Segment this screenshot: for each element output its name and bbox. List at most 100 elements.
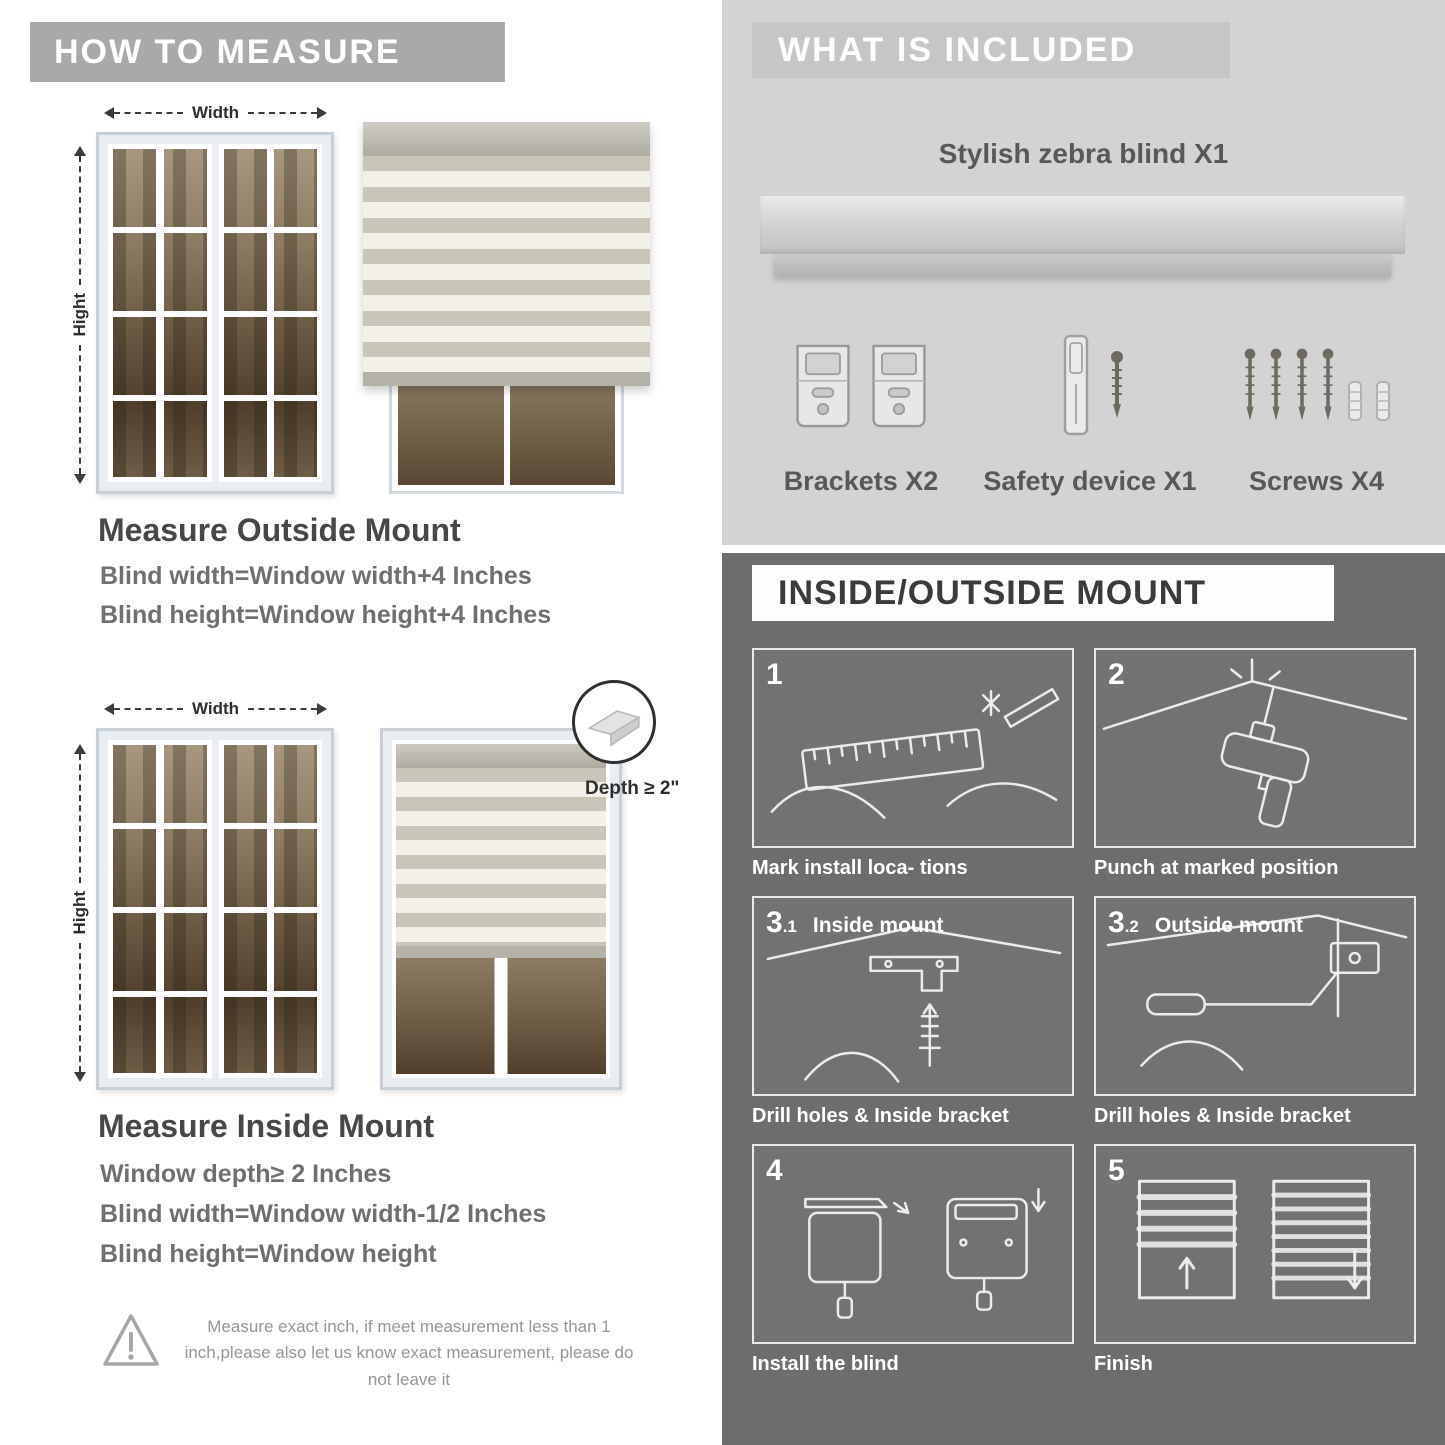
inside-mount-title: Measure Inside Mount bbox=[98, 1108, 435, 1144]
what-is-included-title: WHAT IS INCLUDED bbox=[778, 31, 1137, 69]
inside-outside-mount-header: INSIDE/OUTSIDE MOUNT bbox=[752, 565, 1334, 621]
step-1: 1 bbox=[752, 648, 1074, 880]
included-items: Brackets X2 bbox=[752, 322, 1423, 497]
inside-bracket-screw-illustration bbox=[766, 926, 1062, 1083]
zebra-blind-illustration-outside bbox=[363, 122, 650, 494]
height-arrow-label: Hight bbox=[70, 891, 89, 935]
how-to-measure-header: HOW TO MEASURE bbox=[30, 22, 505, 82]
screws-item: Screws X4 bbox=[1210, 322, 1423, 497]
step-number: 1 bbox=[766, 658, 783, 691]
outside-bracket-drill-illustration bbox=[1106, 914, 1408, 1071]
step-number: 3 bbox=[1108, 906, 1125, 939]
safety-device-item: Safety device X1 bbox=[970, 322, 1210, 497]
step-3-1: 3.1 Inside mount bbox=[752, 896, 1074, 1128]
step-5-tile: 5 bbox=[1094, 1144, 1416, 1344]
depth-callout-circle bbox=[572, 680, 656, 764]
ruler-pencil-illustration bbox=[770, 688, 1060, 819]
inside-outside-mount-title: INSIDE/OUTSIDE MOUNT bbox=[778, 574, 1207, 612]
width-arrow-label: Width bbox=[191, 103, 240, 122]
right-column: WHAT IS INCLUDED Stylish zebra blind X1 bbox=[722, 0, 1445, 1445]
drill-illustration bbox=[1102, 658, 1408, 828]
window-illustration-outside bbox=[96, 132, 334, 494]
step-caption: Punch at marked position bbox=[1094, 857, 1339, 879]
screws-label: Screws X4 bbox=[1248, 466, 1385, 496]
step-caption: Drill holes & Inside bracket bbox=[1094, 1105, 1351, 1127]
safety-device-label: Safety device X1 bbox=[983, 466, 1197, 496]
arrow-right-icon bbox=[317, 107, 333, 119]
window-glass bbox=[223, 745, 317, 1073]
step-3-1-tile: 3.1 Inside mount bbox=[752, 896, 1074, 1096]
brackets-label: Brackets X2 bbox=[783, 466, 939, 496]
step-5: 5 bbox=[1094, 1144, 1416, 1376]
measurement-warning: Measure exact inch, if meet measurement … bbox=[100, 1308, 640, 1393]
blind-cassette bbox=[396, 744, 606, 768]
depth-callout-label: Depth ≥ 2" bbox=[585, 778, 680, 799]
outside-mount-line-1: Blind width=Window width+4 Inches bbox=[100, 562, 532, 590]
width-arrow-label: Width bbox=[191, 699, 240, 718]
install-blind-illustration bbox=[804, 1187, 1046, 1319]
screw-icon bbox=[1296, 348, 1307, 421]
step-2: 2 bbox=[1094, 648, 1416, 880]
zebra-blind-headrail-illustration bbox=[760, 196, 1405, 276]
step-number: 4 bbox=[766, 1154, 783, 1187]
outside-mount-line-2: Blind height=Window height+4 Inches bbox=[100, 601, 552, 629]
step-caption: Drill holes & Inside bracket bbox=[752, 1105, 1009, 1127]
blind-bottom-rail bbox=[363, 372, 650, 386]
arrow-left-icon bbox=[98, 703, 114, 715]
blind-bottom-rail bbox=[396, 946, 606, 958]
step-3-2-tile: 3.2 Outside mount bbox=[1094, 896, 1416, 1096]
window-illustration-inside bbox=[96, 728, 334, 1090]
zebra-blind-label: Stylish zebra blind X1 bbox=[938, 138, 1229, 169]
width-arrow: Width bbox=[98, 699, 333, 718]
inside-mount-line-1: Window depth≥ 2 Inches bbox=[100, 1160, 392, 1188]
step-number: 2 bbox=[1108, 658, 1125, 691]
warning-text: Measure exact inch, if meet measurement … bbox=[184, 1317, 634, 1389]
screw-icon bbox=[1270, 348, 1281, 421]
bracket-icon bbox=[872, 344, 926, 428]
brackets-item: Brackets X2 bbox=[752, 322, 970, 497]
blind-stripes bbox=[363, 156, 650, 372]
bracket-icon bbox=[796, 344, 850, 428]
window-glass bbox=[113, 149, 207, 477]
panel-divider bbox=[722, 545, 1445, 553]
installation-steps: 1 bbox=[752, 648, 1416, 1376]
height-arrow: Hight bbox=[70, 140, 90, 490]
what-is-included-header: WHAT IS INCLUDED bbox=[752, 22, 1230, 78]
step-4-tile: 4 bbox=[752, 1144, 1074, 1344]
arrow-right-icon bbox=[317, 703, 333, 715]
step-caption: Finish bbox=[1094, 1353, 1153, 1375]
arrow-up-icon bbox=[74, 140, 86, 156]
height-arrow-label: Hight bbox=[70, 293, 89, 337]
outside-mount-title: Measure Outside Mount bbox=[98, 512, 461, 548]
window-glass bbox=[113, 745, 207, 1073]
step-number: 5 bbox=[1108, 1154, 1125, 1187]
step-label: Inside mount bbox=[812, 914, 944, 937]
finished-blinds-illustration bbox=[1136, 1179, 1372, 1300]
inside-mount-line-2: Blind width=Window width-1/2 Inches bbox=[100, 1200, 547, 1228]
screw-icon bbox=[1244, 348, 1255, 421]
inside-outside-mount-section: INSIDE/OUTSIDE MOUNT 1 bbox=[722, 553, 1445, 1445]
width-arrow: Width bbox=[98, 103, 333, 122]
screw-icon bbox=[1111, 351, 1123, 418]
arrow-up-icon bbox=[74, 738, 86, 754]
step-caption: Mark install loca- tions bbox=[752, 857, 968, 879]
step-2-tile: 2 bbox=[1094, 648, 1416, 848]
arrow-left-icon bbox=[98, 107, 114, 119]
window-behind-blind bbox=[388, 366, 625, 494]
step-1-tile: 1 bbox=[752, 648, 1074, 848]
window-glass bbox=[396, 958, 606, 1074]
zebra-blind-illustration-inside bbox=[380, 728, 622, 1090]
height-arrow: Hight bbox=[70, 738, 90, 1088]
blind-stripes bbox=[396, 768, 606, 946]
window-corner-icon bbox=[587, 710, 641, 747]
step-caption: Install the blind bbox=[752, 1353, 899, 1375]
how-to-measure-section: HOW TO MEASURE Width Hight bbox=[0, 0, 722, 1445]
arrow-down-icon bbox=[74, 1072, 86, 1088]
step-label: Outside mount bbox=[1154, 914, 1304, 937]
step-4: 4 bbox=[752, 1144, 1074, 1376]
safety-device-icon bbox=[1063, 334, 1089, 436]
step-number: 3 bbox=[766, 906, 783, 939]
wall-anchor-icon bbox=[1375, 381, 1390, 421]
warning-triangle-icon bbox=[103, 1314, 159, 1366]
